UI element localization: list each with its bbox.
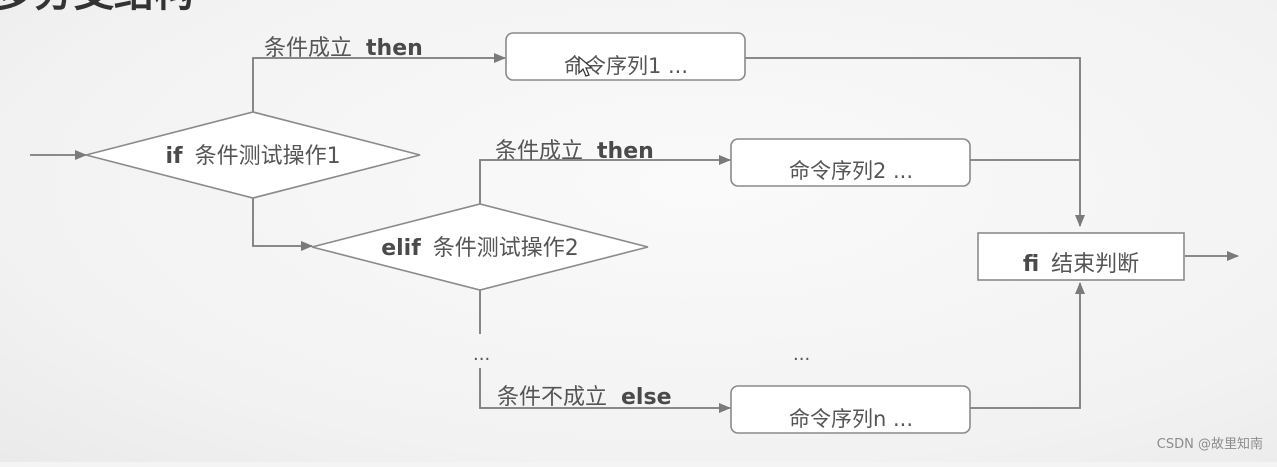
edge-cmdn-to-fi [970, 282, 1085, 409]
if-keyword: if [165, 144, 183, 169]
command-box-1 [505, 32, 746, 81]
edge-label-then-1-text: 条件成立 [264, 36, 352, 61]
edge-label-then-1-keyword: then [366, 36, 423, 61]
fi-keyword: fi [1023, 252, 1039, 277]
elif-condition-label: 条件测试操作2 [433, 236, 579, 261]
watermark: CSDN @故里知南 [1156, 437, 1263, 452]
elif-decision-node [311, 203, 649, 291]
ellipsis-left: ... [473, 344, 490, 365]
page-title-partial: 多分支结构 [0, 0, 194, 16]
edge-else-cmdn [479, 368, 731, 413]
if-decision-node [85, 111, 421, 199]
command-box-n-label: 命令序列n ... [789, 407, 913, 431]
edge-label-then-1: 条件成立 then [264, 36, 423, 61]
edge-cmd1-to-fi [745, 57, 1085, 227]
if-node-text: if 条件测试操作1 [165, 144, 340, 169]
edge-label-then-2-text: 条件成立 [495, 139, 583, 164]
edge-if-then-cmd1 [252, 53, 506, 112]
command-box-2-label: 命令序列2 ... [789, 159, 913, 183]
edge-label-then-2-keyword: then [597, 139, 654, 164]
command-box-n [730, 385, 971, 434]
fi-end-node [977, 232, 1185, 281]
mouse-cursor-icon [578, 56, 594, 77]
edge-if-to-elif [252, 198, 313, 251]
elif-node-text: elif 条件测试操作2 [381, 236, 579, 261]
edge-label-then-2: 条件成立 then [495, 139, 654, 164]
ellipsis-right: ... [793, 344, 810, 365]
fi-label: 结束判断 [1051, 252, 1139, 277]
if-condition-label: 条件测试操作1 [195, 144, 341, 169]
edge-label-else-text: 条件不成立 [497, 385, 607, 410]
fi-node-text: fi 结束判断 [1023, 252, 1139, 277]
elif-keyword: elif [381, 236, 421, 261]
edge-elif-then-cmd2 [479, 155, 731, 204]
edge-label-else-keyword: else [621, 385, 671, 410]
edge-label-else: 条件不成立 else [497, 385, 672, 410]
command-box-2 [730, 138, 971, 187]
